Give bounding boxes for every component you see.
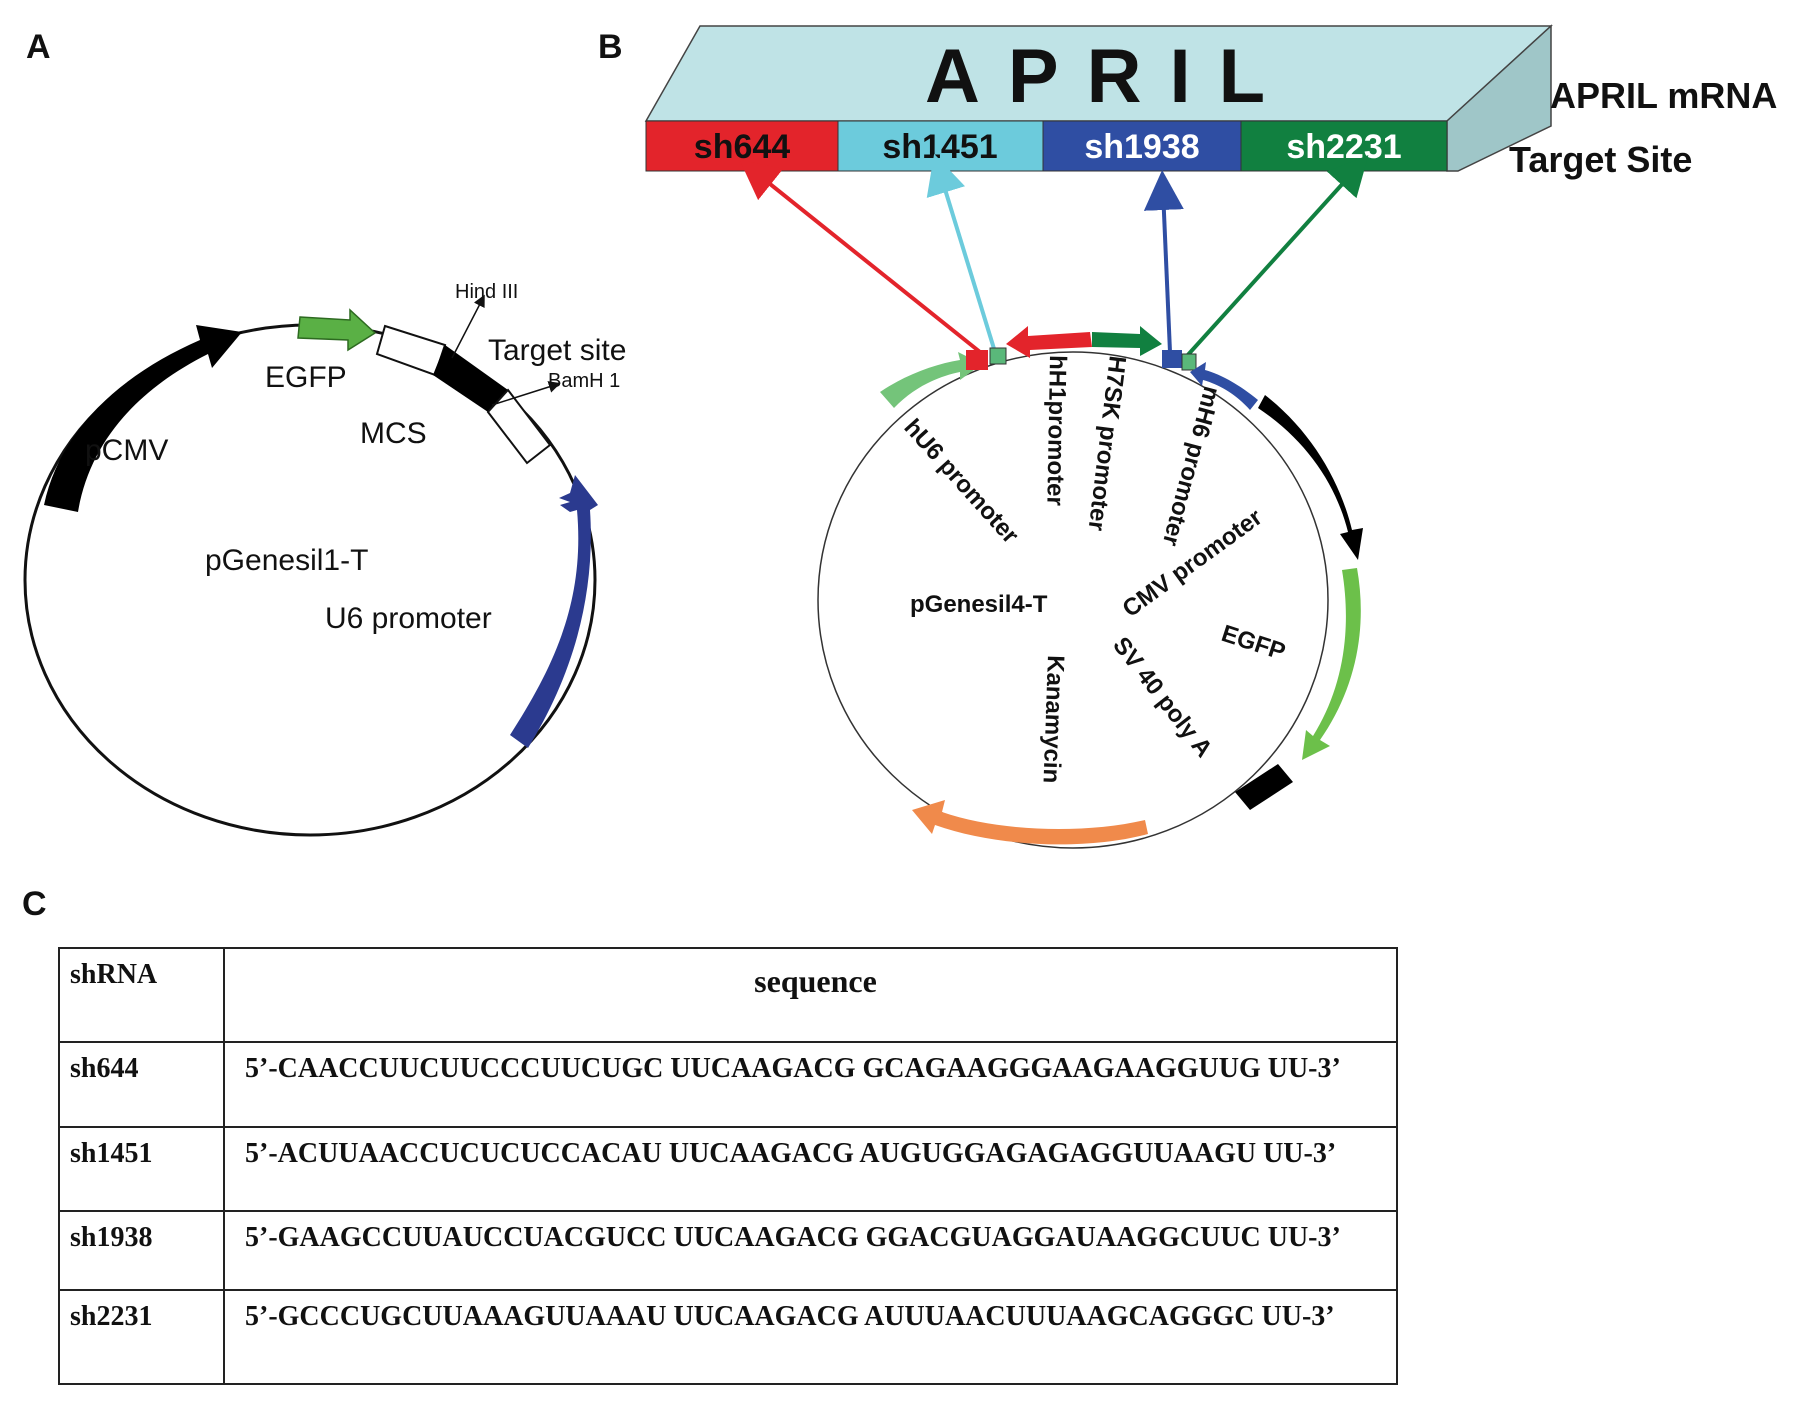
arrow-sh2231 xyxy=(1184,155,1369,359)
h7sk-arrow xyxy=(1092,326,1162,356)
panel-b-letter: B xyxy=(598,28,623,66)
panel-c-letter: C xyxy=(22,885,47,923)
header-shrna: shRNA xyxy=(58,946,225,1044)
mrna-bar xyxy=(644,24,1553,172)
arrow-sh1938 xyxy=(1143,170,1184,353)
sh1451-target-box xyxy=(989,347,1007,365)
sv40-label: SV 40 poly A xyxy=(1107,632,1217,762)
hh1-label: hH1promoter xyxy=(1041,355,1071,506)
segment-sh2231-label: sh2231 xyxy=(1286,128,1401,166)
row-sequence: 5’-ACUUAACCUCUCUCCACAU UUCAAGACG AUGUGGA… xyxy=(223,1125,1398,1213)
header-sequence: sequence xyxy=(223,946,1398,1044)
bamh1-pointer xyxy=(491,381,561,406)
mcs-label: MCS xyxy=(360,417,427,450)
table-row: sh1938 5’-GAAGCCUUAUCCUACGUCC UUCAAGACG … xyxy=(58,1210,1398,1291)
sh1938-target-box xyxy=(1162,350,1182,368)
segment-sh1938 xyxy=(1042,120,1242,172)
segment-sh1451-label: sh1451 xyxy=(882,128,997,166)
sv40-block xyxy=(1235,764,1293,810)
row-sequence: 5’-GAAGCCUUAUCCUACGUCC UUCAAGACG GGACGUA… xyxy=(223,1210,1398,1291)
kanamycin-arrow xyxy=(912,800,1148,845)
plasmid-b-backbone xyxy=(817,351,1329,849)
arrow-sh644 xyxy=(739,159,982,354)
table-row: sh1451 5’-ACUUAACCUCUCUCCACAU UUCAAGACG … xyxy=(58,1125,1398,1213)
u6-label: U6 promoter xyxy=(325,602,492,635)
target-site-a-label: Target site xyxy=(488,334,626,367)
mcs-box-left xyxy=(375,324,447,377)
table-header-row: shRNA sequence xyxy=(58,946,1398,1044)
arrow-sh1451 xyxy=(926,153,997,353)
segment-sh1938-label: sh1938 xyxy=(1084,128,1199,166)
row-name: sh644 xyxy=(58,1041,225,1128)
mh6-arrow xyxy=(1190,362,1258,410)
egfp-a-label: EGFP xyxy=(265,361,347,394)
shrna-sequence-table: shRNA sequence sh644 5’-CAACCUUCUUCCCUUC… xyxy=(58,946,1398,1386)
hind3-label: Hind III xyxy=(455,281,518,303)
pcmv-arrow xyxy=(44,325,242,512)
u6-arrow xyxy=(510,475,598,748)
row-name: sh2231 xyxy=(58,1288,225,1386)
kanamycin-label: Kanamycin xyxy=(1038,655,1069,784)
cmv-arrow xyxy=(1258,395,1363,560)
row-name: sh1938 xyxy=(58,1210,225,1291)
hu6-label: hU6 promoter xyxy=(899,414,1024,549)
row-sequence: 5’-CAACCUUCUUCCCUUCUGC UUCAAGACG GCAGAAG… xyxy=(223,1041,1398,1128)
target-site-box xyxy=(433,345,508,412)
egfp-a-arrow xyxy=(297,308,377,352)
plasmid-b-name: pGenesil4-T xyxy=(910,591,1048,618)
sh2231-target-box xyxy=(1181,353,1197,371)
hh1-arrow xyxy=(1006,326,1092,358)
mcs-box-right xyxy=(486,388,552,465)
row-name: sh1451 xyxy=(58,1125,225,1213)
plasmid-a xyxy=(23,308,598,837)
april-mrna-label: APRIL mRNA xyxy=(1550,75,1777,116)
segment-sh644-label: sh644 xyxy=(694,128,790,166)
h7sk-label: H7SK promoter xyxy=(1083,354,1131,532)
target-site-b-label: Target Site xyxy=(1509,139,1692,180)
table-row: sh2231 5’-GCCCUGCUUAAAGUUAAAU UUCAAGACG … xyxy=(58,1288,1398,1386)
hu6-arrow xyxy=(880,352,982,408)
bamh1-label: BamH 1 xyxy=(548,370,620,392)
hind3-pointer xyxy=(451,294,485,359)
plasmid-b xyxy=(817,326,1363,849)
row-sequence: 5’-GCCCUGCUUAAAGUUAAAU UUCAAGACG AUUUAAC… xyxy=(223,1288,1398,1386)
april-gene-label: APRIL xyxy=(925,34,1293,119)
pcmv-label: pCMV xyxy=(85,434,168,467)
hu6-target-box xyxy=(966,350,988,370)
cmv-label: CMV promoter xyxy=(1118,504,1268,623)
egfp-b-arrow xyxy=(1302,568,1361,760)
egfp-b-label: EGFP xyxy=(1218,620,1288,666)
table-row: sh644 5’-CAACCUUCUUCCCUUCUGC UUCAAGACG G… xyxy=(58,1041,1398,1128)
mh6-label: mH6 promoter xyxy=(1157,383,1226,548)
panel-a-letter: A xyxy=(26,28,51,66)
plasmid-a-name: pGenesil1-T xyxy=(205,544,368,577)
